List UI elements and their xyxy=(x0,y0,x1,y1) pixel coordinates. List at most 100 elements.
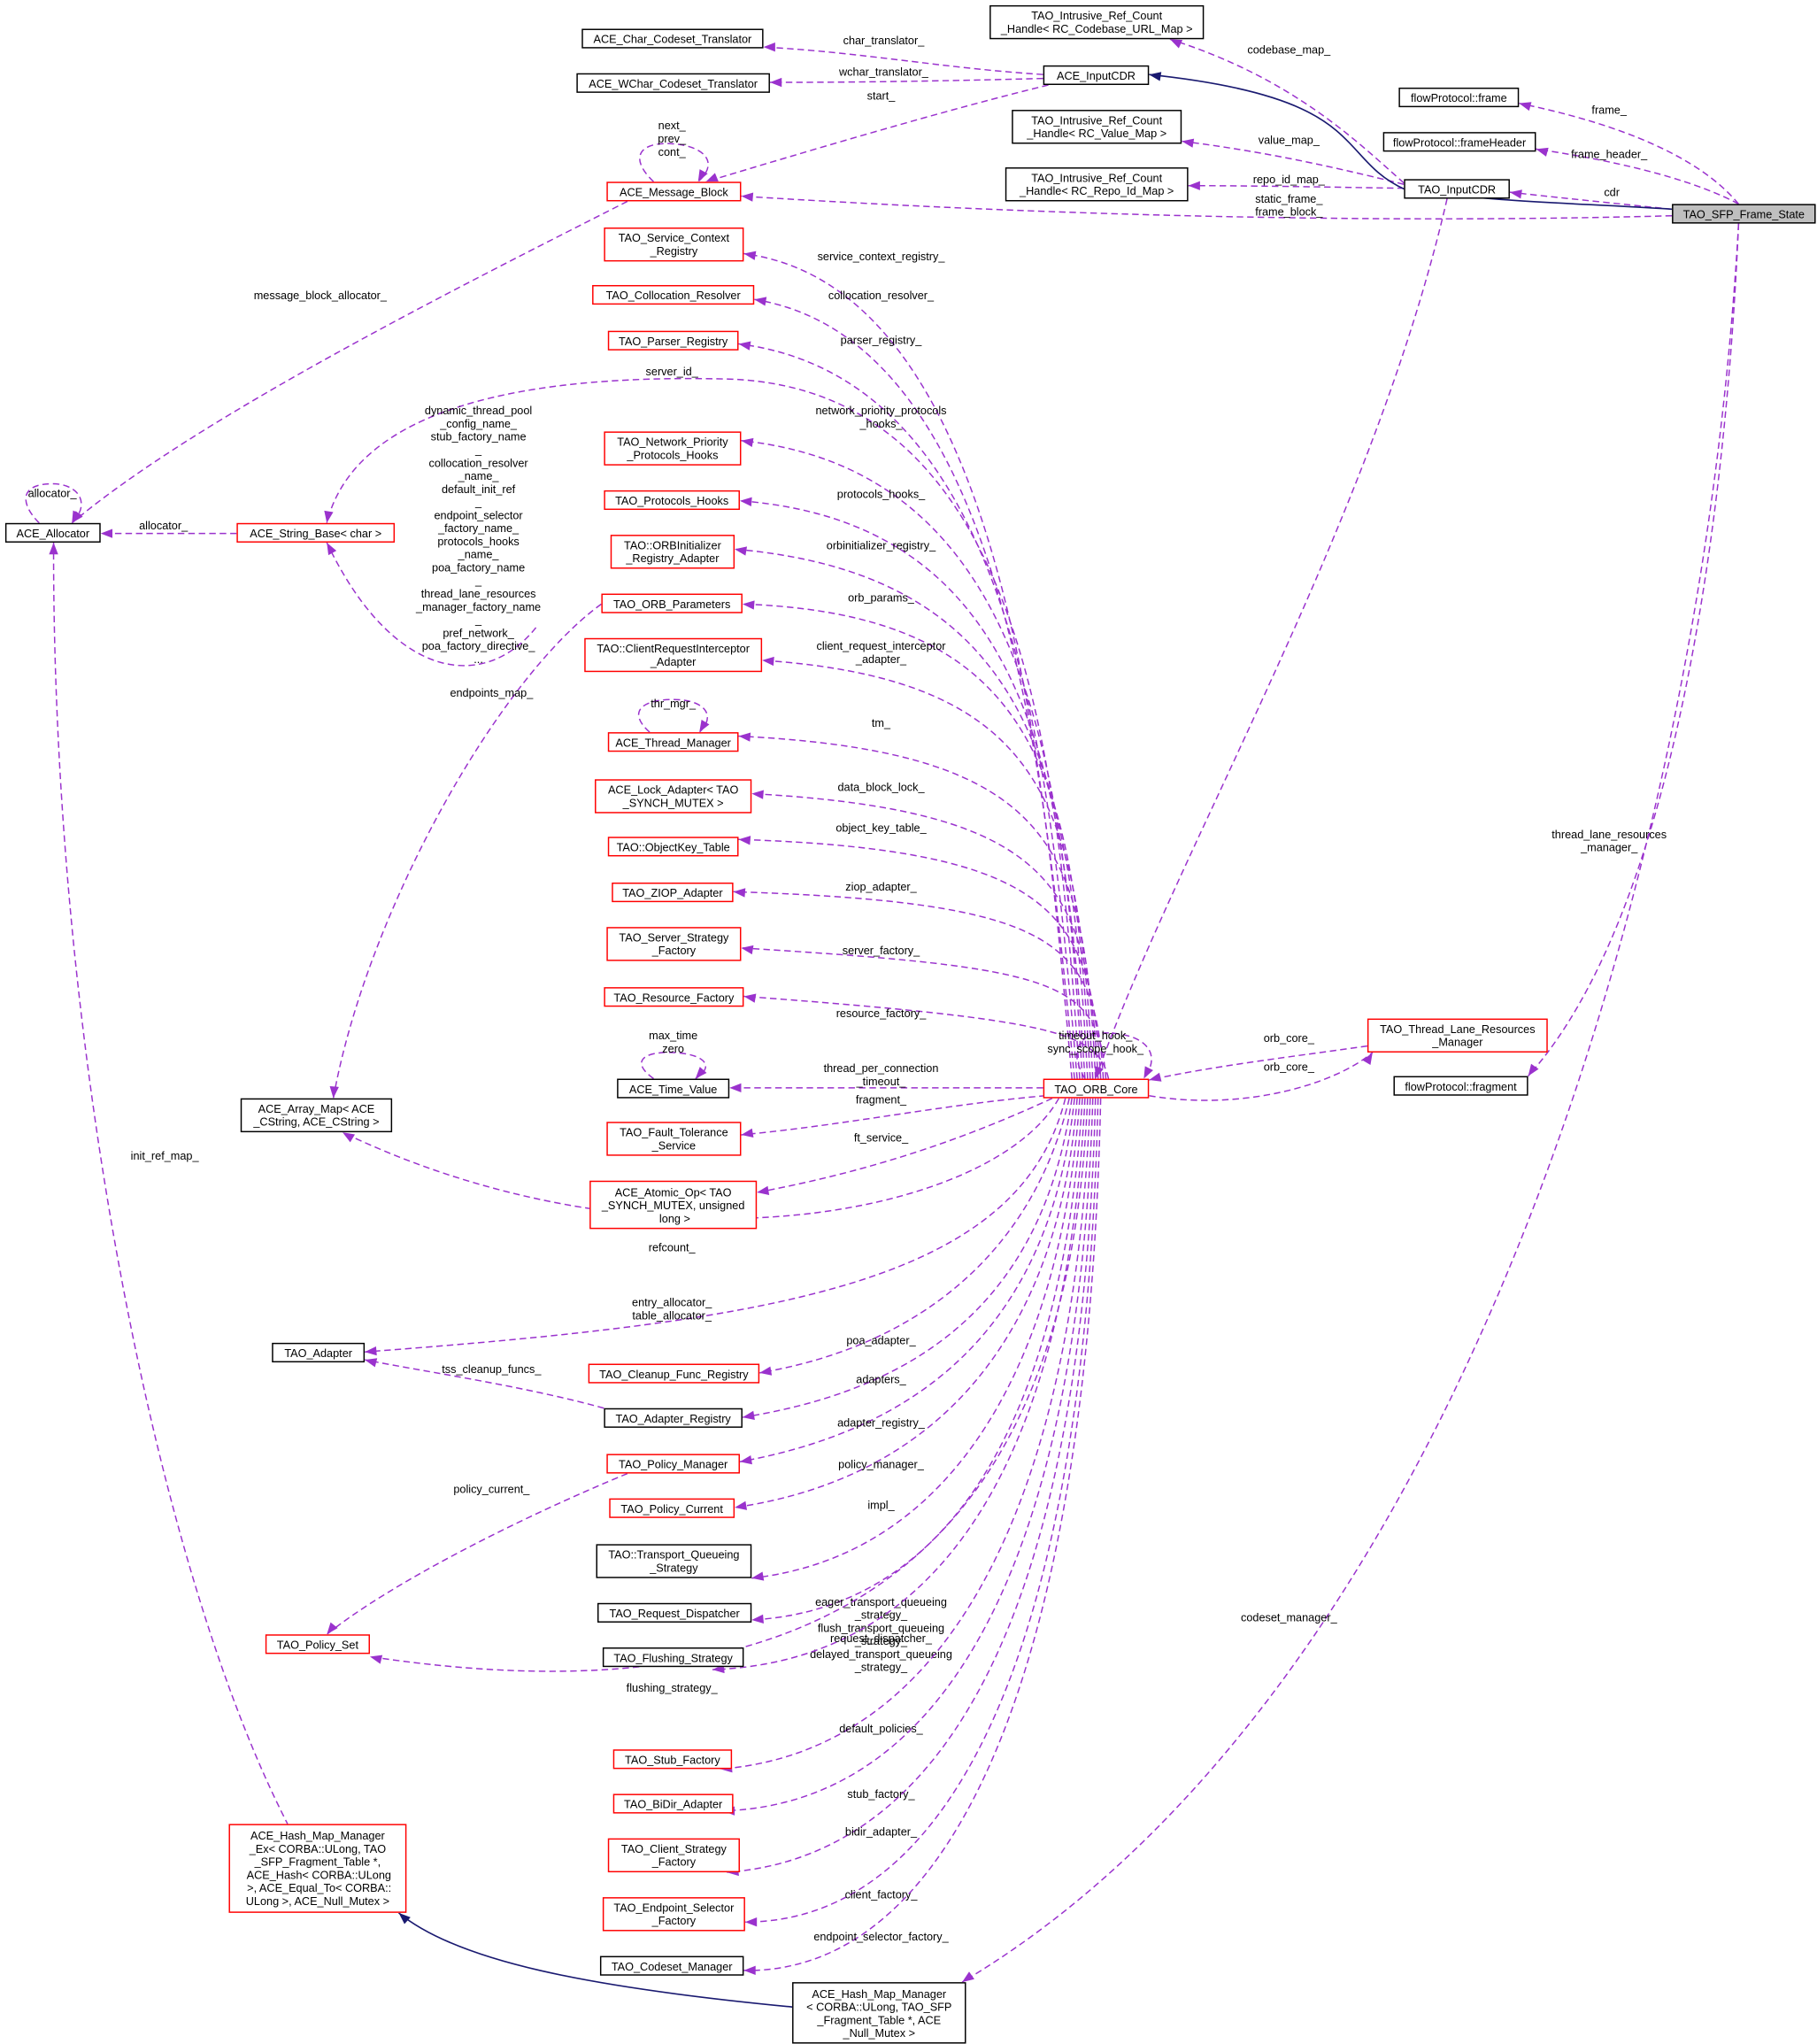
class-node-hashex[interactable]: ACE_Hash_Map_Manager _Ex< CORBA::ULong, … xyxy=(228,1824,407,1913)
edge-label: tss_cleanup_funcs_ xyxy=(442,1363,542,1376)
class-node-clientreq[interactable]: TAO::ClientRequestInterceptor _Adapter xyxy=(584,637,763,673)
class-node-objkey[interactable]: TAO::ObjectKey_Table xyxy=(607,837,739,857)
class-node-tao-inputcdr[interactable]: TAO_InputCDR xyxy=(1404,179,1510,199)
edge-label: flushing_strategy_ xyxy=(627,1682,719,1694)
edge-label: frame_header_ xyxy=(1571,149,1648,161)
class-node-polset[interactable]: TAO_Policy_Set xyxy=(265,1634,370,1654)
usage-edge xyxy=(1149,1045,1368,1081)
arrowhead xyxy=(49,542,58,555)
arrowhead xyxy=(751,790,764,799)
arrowhead xyxy=(398,1912,411,1924)
class-node-allocator[interactable]: ACE_Allocator xyxy=(4,522,101,543)
class-node-proto-hooks[interactable]: TAO_Protocols_Hooks xyxy=(604,490,740,511)
class-node-fp-frame[interactable]: flowProtocol::frame xyxy=(1398,87,1520,108)
class-node-lockadapter[interactable]: ACE_Lock_Adapter< TAO _SYNCH_MUTEX > xyxy=(595,779,752,814)
arrowhead xyxy=(741,1128,754,1138)
class-node-sfp-state[interactable]: TAO_SFP_Frame_State xyxy=(1672,204,1816,224)
class-node-colloc[interactable]: TAO_Collocation_Resolver xyxy=(592,284,755,305)
arrowhead xyxy=(741,945,754,955)
class-node-irc-codebase[interactable]: TAO_Intrusive_Ref_Count _Handle< RC_Code… xyxy=(989,4,1205,40)
arrowhead xyxy=(769,77,782,88)
usage-edge xyxy=(722,1098,1094,1812)
arrowhead xyxy=(369,1654,383,1664)
edge-label: orbinitializer_registry_ xyxy=(827,539,936,551)
class-node-stubfact[interactable]: TAO_Stub_Factory xyxy=(612,1749,733,1770)
class-node-bidir[interactable]: TAO_BiDir_Adapter xyxy=(612,1793,734,1814)
class-node-srvstrat[interactable]: TAO_Server_Strategy _Factory xyxy=(606,927,742,961)
class-node-orbparams[interactable]: TAO_ORB_Parameters xyxy=(601,593,743,613)
class-node-netprio[interactable]: TAO_Network_Priority _Protocols_Hooks xyxy=(604,431,742,466)
edge-label: cdr xyxy=(1604,187,1620,199)
edge-label: endpoint_selector_factory_ xyxy=(813,1931,949,1943)
inheritance-edge xyxy=(397,1912,793,2009)
arrowhead xyxy=(743,251,757,260)
arrowhead xyxy=(729,1083,742,1093)
arrowhead xyxy=(1143,1066,1153,1079)
class-node-reqdisp[interactable]: TAO_Request_Dispatcher xyxy=(597,1602,752,1623)
edge-label: next_prev_cont_ xyxy=(658,120,687,158)
edge-label: default_policies_ xyxy=(839,1723,923,1735)
edge-label: adapter_registry_ xyxy=(837,1416,926,1429)
usage-edge xyxy=(763,46,1043,75)
usage-edge xyxy=(754,298,1075,1079)
class-node-irc-value[interactable]: TAO_Intrusive_Ref_Count _Handle< RC_Valu… xyxy=(1012,110,1182,144)
class-node-adapter[interactable]: TAO_Adapter xyxy=(272,1342,366,1363)
class-node-svc-ctx[interactable]: TAO_Service_Context _Registry xyxy=(604,227,744,262)
class-node-polmgr[interactable]: TAO_Policy_Manager xyxy=(606,1454,740,1474)
arrowhead xyxy=(699,720,710,733)
arrowhead xyxy=(1149,72,1162,81)
class-node-irc-repo[interactable]: TAO_Intrusive_Ref_Count _Handle< RC_Repo… xyxy=(1005,167,1189,202)
class-node-strbase[interactable]: ACE_String_Base< char > xyxy=(236,522,396,543)
edge-label: init_ref_map_ xyxy=(131,1150,200,1162)
class-node-polcur[interactable]: TAO_Policy_Current xyxy=(609,1498,735,1518)
usage-edge xyxy=(739,499,1086,1079)
usage-edge xyxy=(641,1052,706,1080)
class-node-thrmgr[interactable]: ACE_Thread_Manager xyxy=(607,732,739,752)
class-node-inputcdr-ace[interactable]: ACE_InputCDR xyxy=(1043,65,1150,86)
arrowhead xyxy=(757,1185,770,1195)
class-node-char-trans[interactable]: ACE_Char_Codeset_Translator xyxy=(581,28,764,49)
usage-edge xyxy=(1188,184,1405,189)
class-node-parser[interactable]: TAO_Parser_Registry xyxy=(607,330,739,351)
edge-label: ft_service_ xyxy=(854,1131,909,1144)
arrowhead xyxy=(738,732,751,742)
usage-edge xyxy=(741,440,1083,1079)
usage-edge xyxy=(326,1472,628,1635)
class-node-transq[interactable]: TAO::Transport_Queueing _Strategy xyxy=(596,1544,752,1578)
class-node-codeset[interactable]: TAO_Codeset_Manager xyxy=(599,1955,744,1976)
class-node-clistrat[interactable]: TAO_Client_Strategy _Factory xyxy=(607,1838,740,1873)
edge-label: allocator_ xyxy=(28,487,78,499)
class-node-orbcore[interactable]: TAO_ORB_Core xyxy=(1043,1078,1150,1099)
edge-label: adapters_ xyxy=(856,1374,906,1386)
class-node-timeval[interactable]: ACE_Time_Value xyxy=(617,1078,730,1099)
class-node-resfact[interactable]: TAO_Resource_Factory xyxy=(604,987,744,1007)
class-node-atomic[interactable]: ACE_Atomic_Op< TAO _SYNCH_MUTEX, unsigne… xyxy=(589,1180,758,1230)
edge-label: refcount_ xyxy=(649,1241,697,1253)
class-node-arraymap[interactable]: ACE_Array_Map< ACE _CString, ACE_CString… xyxy=(240,1098,393,1133)
arrowhead xyxy=(324,510,334,523)
arrowhead xyxy=(1169,39,1183,49)
usage-edge xyxy=(744,1098,1099,1923)
class-node-hashmgr[interactable]: ACE_Hash_Map_Manager < CORBA::ULong, TAO… xyxy=(792,1982,966,2044)
edge-label: data_block_lock_ xyxy=(837,782,925,794)
class-node-flushstrat[interactable]: TAO_Flushing_Strategy xyxy=(602,1647,744,1668)
class-node-ziop[interactable]: TAO_ZIOP_Adapter xyxy=(612,882,734,903)
class-node-wchar-trans[interactable]: ACE_WChar_Codeset_Translator xyxy=(576,73,770,93)
usage-edge xyxy=(342,1098,1060,1220)
class-node-adapterreg[interactable]: TAO_Adapter_Registry xyxy=(604,1408,743,1428)
class-node-msg-block[interactable]: ACE_Message_Block xyxy=(606,181,742,202)
edge-label: policy_manager_ xyxy=(838,1459,925,1471)
class-node-orbinit[interactable]: TAO::ORBInitializer _Registry_Adapter xyxy=(610,535,735,569)
edge-label: thread_per_connection_timeout_ xyxy=(824,1062,939,1088)
class-node-fp-fragment[interactable]: flowProtocol::fragment xyxy=(1393,1076,1528,1096)
class-node-cleanup[interactable]: TAO_Cleanup_Func_Registry xyxy=(588,1363,760,1384)
class-node-faulttol[interactable]: TAO_Fault_Tolerance _Service xyxy=(606,1122,742,1156)
edge-label: poa_adapter_ xyxy=(846,1334,916,1346)
class-node-endpsel[interactable]: TAO_Endpoint_Selector _Factory xyxy=(602,1897,745,1932)
edge-label: repo_id_map_ xyxy=(1253,174,1326,186)
usage-edge xyxy=(1169,38,1405,184)
usage-edge xyxy=(751,1098,1081,1579)
class-node-fp-frameheader[interactable]: flowProtocol::frameHeader xyxy=(1382,132,1536,152)
class-node-thrlane[interactable]: TAO_Thread_Lane_Resources _Manager xyxy=(1367,1018,1548,1053)
